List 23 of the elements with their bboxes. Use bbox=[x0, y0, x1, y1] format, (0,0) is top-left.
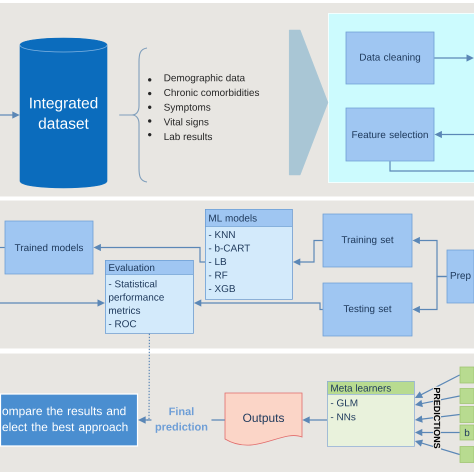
process-box: ompare the results and elect the best approach bbox=[0, 393, 138, 447]
chevron-arrow bbox=[288, 30, 328, 176]
connector-line bbox=[0, 246, 5, 248]
process-box bbox=[460, 366, 474, 384]
edge-label: Final prediction bbox=[151, 406, 212, 434]
connector-line bbox=[389, 161, 474, 172]
database-cylinder: Integrated dataset bbox=[20, 38, 108, 188]
process-box bbox=[460, 406, 474, 423]
process-box bbox=[460, 446, 474, 463]
process-box: b bbox=[460, 424, 474, 440]
process-box: Testing set bbox=[322, 282, 412, 336]
process-box: Data cleaning bbox=[346, 32, 434, 84]
list-box: Evaluation - Statistical performance metrics - ROC bbox=[105, 260, 194, 334]
list-box: ML models - KNN - b-CART - LB - RF - XGB bbox=[205, 209, 293, 300]
process-box bbox=[460, 388, 474, 404]
process-box: Trained models bbox=[4, 220, 94, 274]
vertical-label: PREDICTIONS bbox=[433, 386, 441, 450]
process-box: Training set bbox=[322, 214, 412, 268]
process-box: Feature selection bbox=[346, 108, 434, 162]
process-box: Prep bbox=[446, 250, 474, 304]
bullet-list: Demographic data Chronic comorbidities Symptoms Vital signs Lab results bbox=[164, 74, 260, 140]
list-box: Meta learners - GLM - NNs bbox=[327, 381, 415, 447]
brace-connector bbox=[118, 47, 148, 183]
